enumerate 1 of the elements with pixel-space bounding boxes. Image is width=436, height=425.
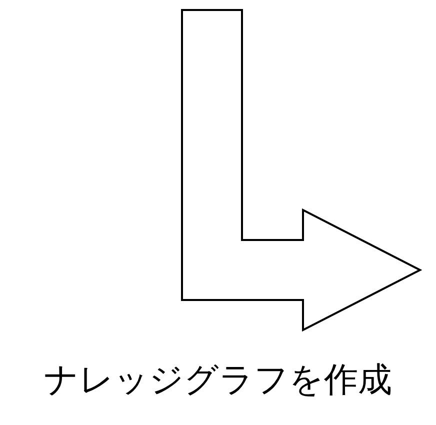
caption-text: ナレッジグラフを作成 <box>44 359 392 402</box>
